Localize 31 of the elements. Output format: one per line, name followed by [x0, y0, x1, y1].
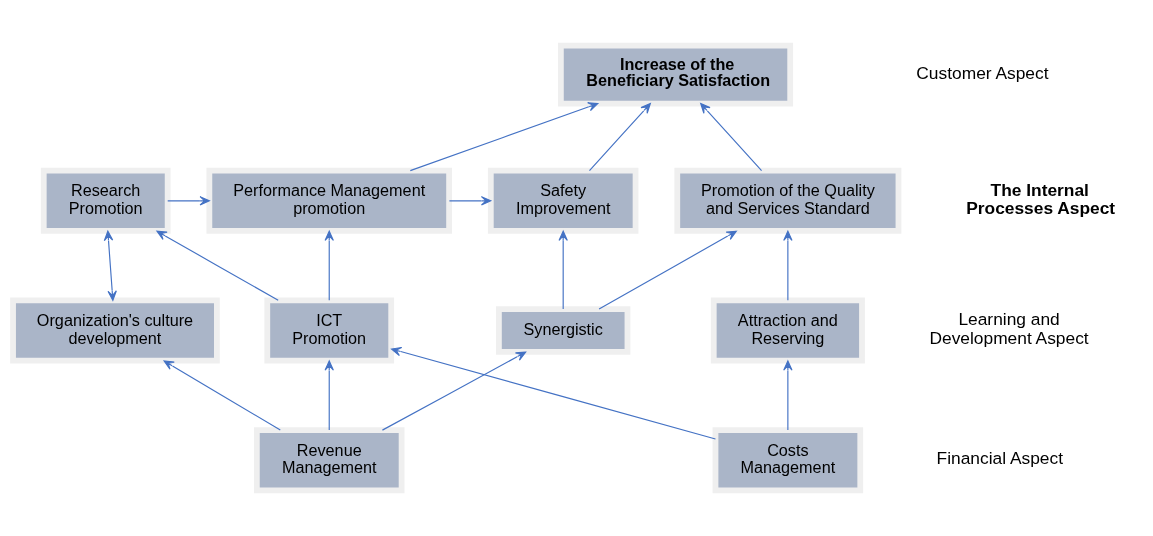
arrow	[163, 360, 281, 431]
arrow	[156, 230, 279, 301]
arrow	[103, 230, 117, 301]
arrow	[324, 360, 334, 431]
node-box: Costs Management	[712, 427, 864, 494]
arrow	[783, 360, 793, 431]
label: Financial Aspect	[936, 448, 1064, 469]
arrow	[381, 351, 527, 431]
arrow	[783, 230, 793, 301]
node-box: Synergistic	[496, 306, 631, 355]
label: Learning and Development Aspect	[929, 308, 1089, 349]
arrow	[409, 102, 599, 172]
arrow	[558, 230, 568, 310]
label: The Internal Processes Aspect	[966, 180, 1116, 218]
node-box: Increase of the Beneficiary Satisfaction	[557, 42, 794, 107]
arrow	[598, 230, 737, 310]
arrow	[448, 196, 492, 206]
node-box: Performance Management promotion	[206, 167, 452, 234]
arrow	[324, 230, 334, 301]
arrow	[588, 102, 651, 172]
node-box: ICT Promotion	[264, 297, 395, 364]
node-box: Promotion of the Quality and Services Standard	[674, 167, 902, 234]
node-box: Organization's culture development	[10, 297, 220, 364]
arrow	[700, 102, 763, 172]
node-box: Attraction and Reserving	[710, 297, 865, 364]
label: Customer Aspect	[916, 62, 1049, 83]
node-box: Research Promotion	[40, 167, 171, 234]
node-box: Revenue Management	[253, 427, 405, 494]
arrow	[167, 196, 210, 206]
node-box: Safety Improvement	[487, 167, 639, 234]
arrow	[391, 346, 717, 440]
